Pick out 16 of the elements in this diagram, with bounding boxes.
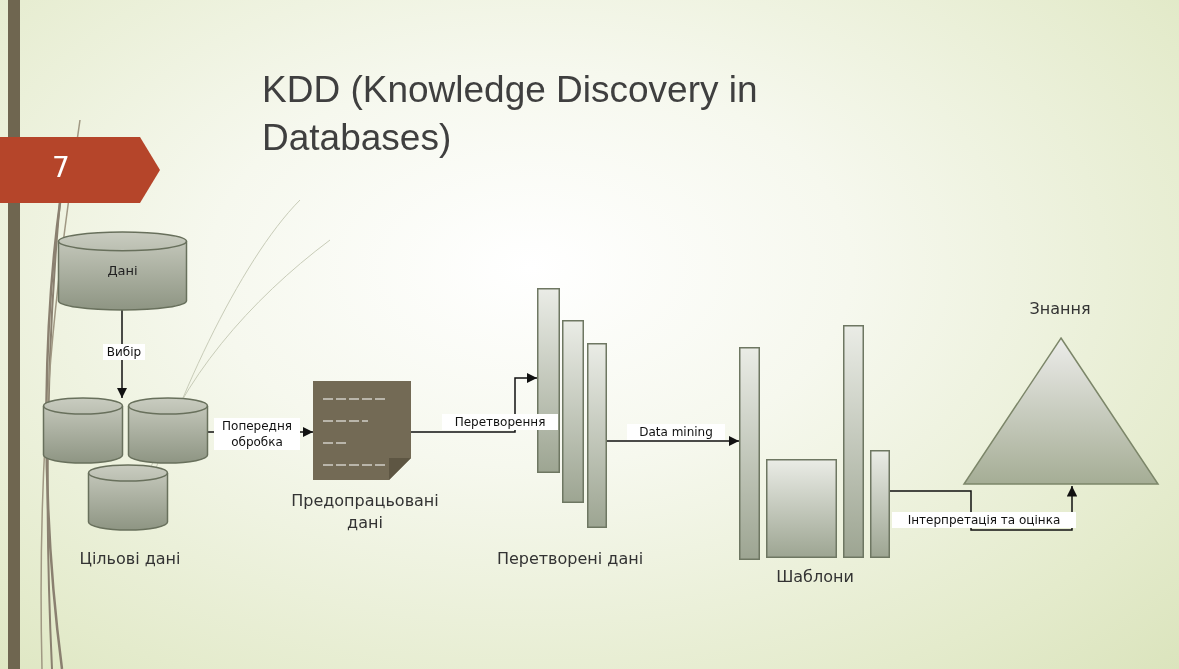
edge-label: Data mining [627,424,725,440]
edge-label: Попередня обробка [214,418,300,450]
node-caption: Шаблони [775,566,855,588]
arrow [606,435,740,447]
node-caption: Перетворені дані [495,548,645,570]
edge-label: Вибір [103,344,145,360]
edge-label: Інтерпретація та оцінка [892,512,1076,528]
arrow [410,372,538,433]
node-label: Дані [106,262,139,280]
node-caption: Цільові дані [78,548,182,570]
edge-label: Перетворення [442,414,558,430]
arrow [889,485,1078,531]
slide-number: 7 [52,151,70,185]
node-caption: Знання [1028,298,1092,320]
node-caption: Предопрацьовані дані [290,490,440,534]
slide-title: KDD (Knowledge Discovery in Databases) [262,68,759,160]
